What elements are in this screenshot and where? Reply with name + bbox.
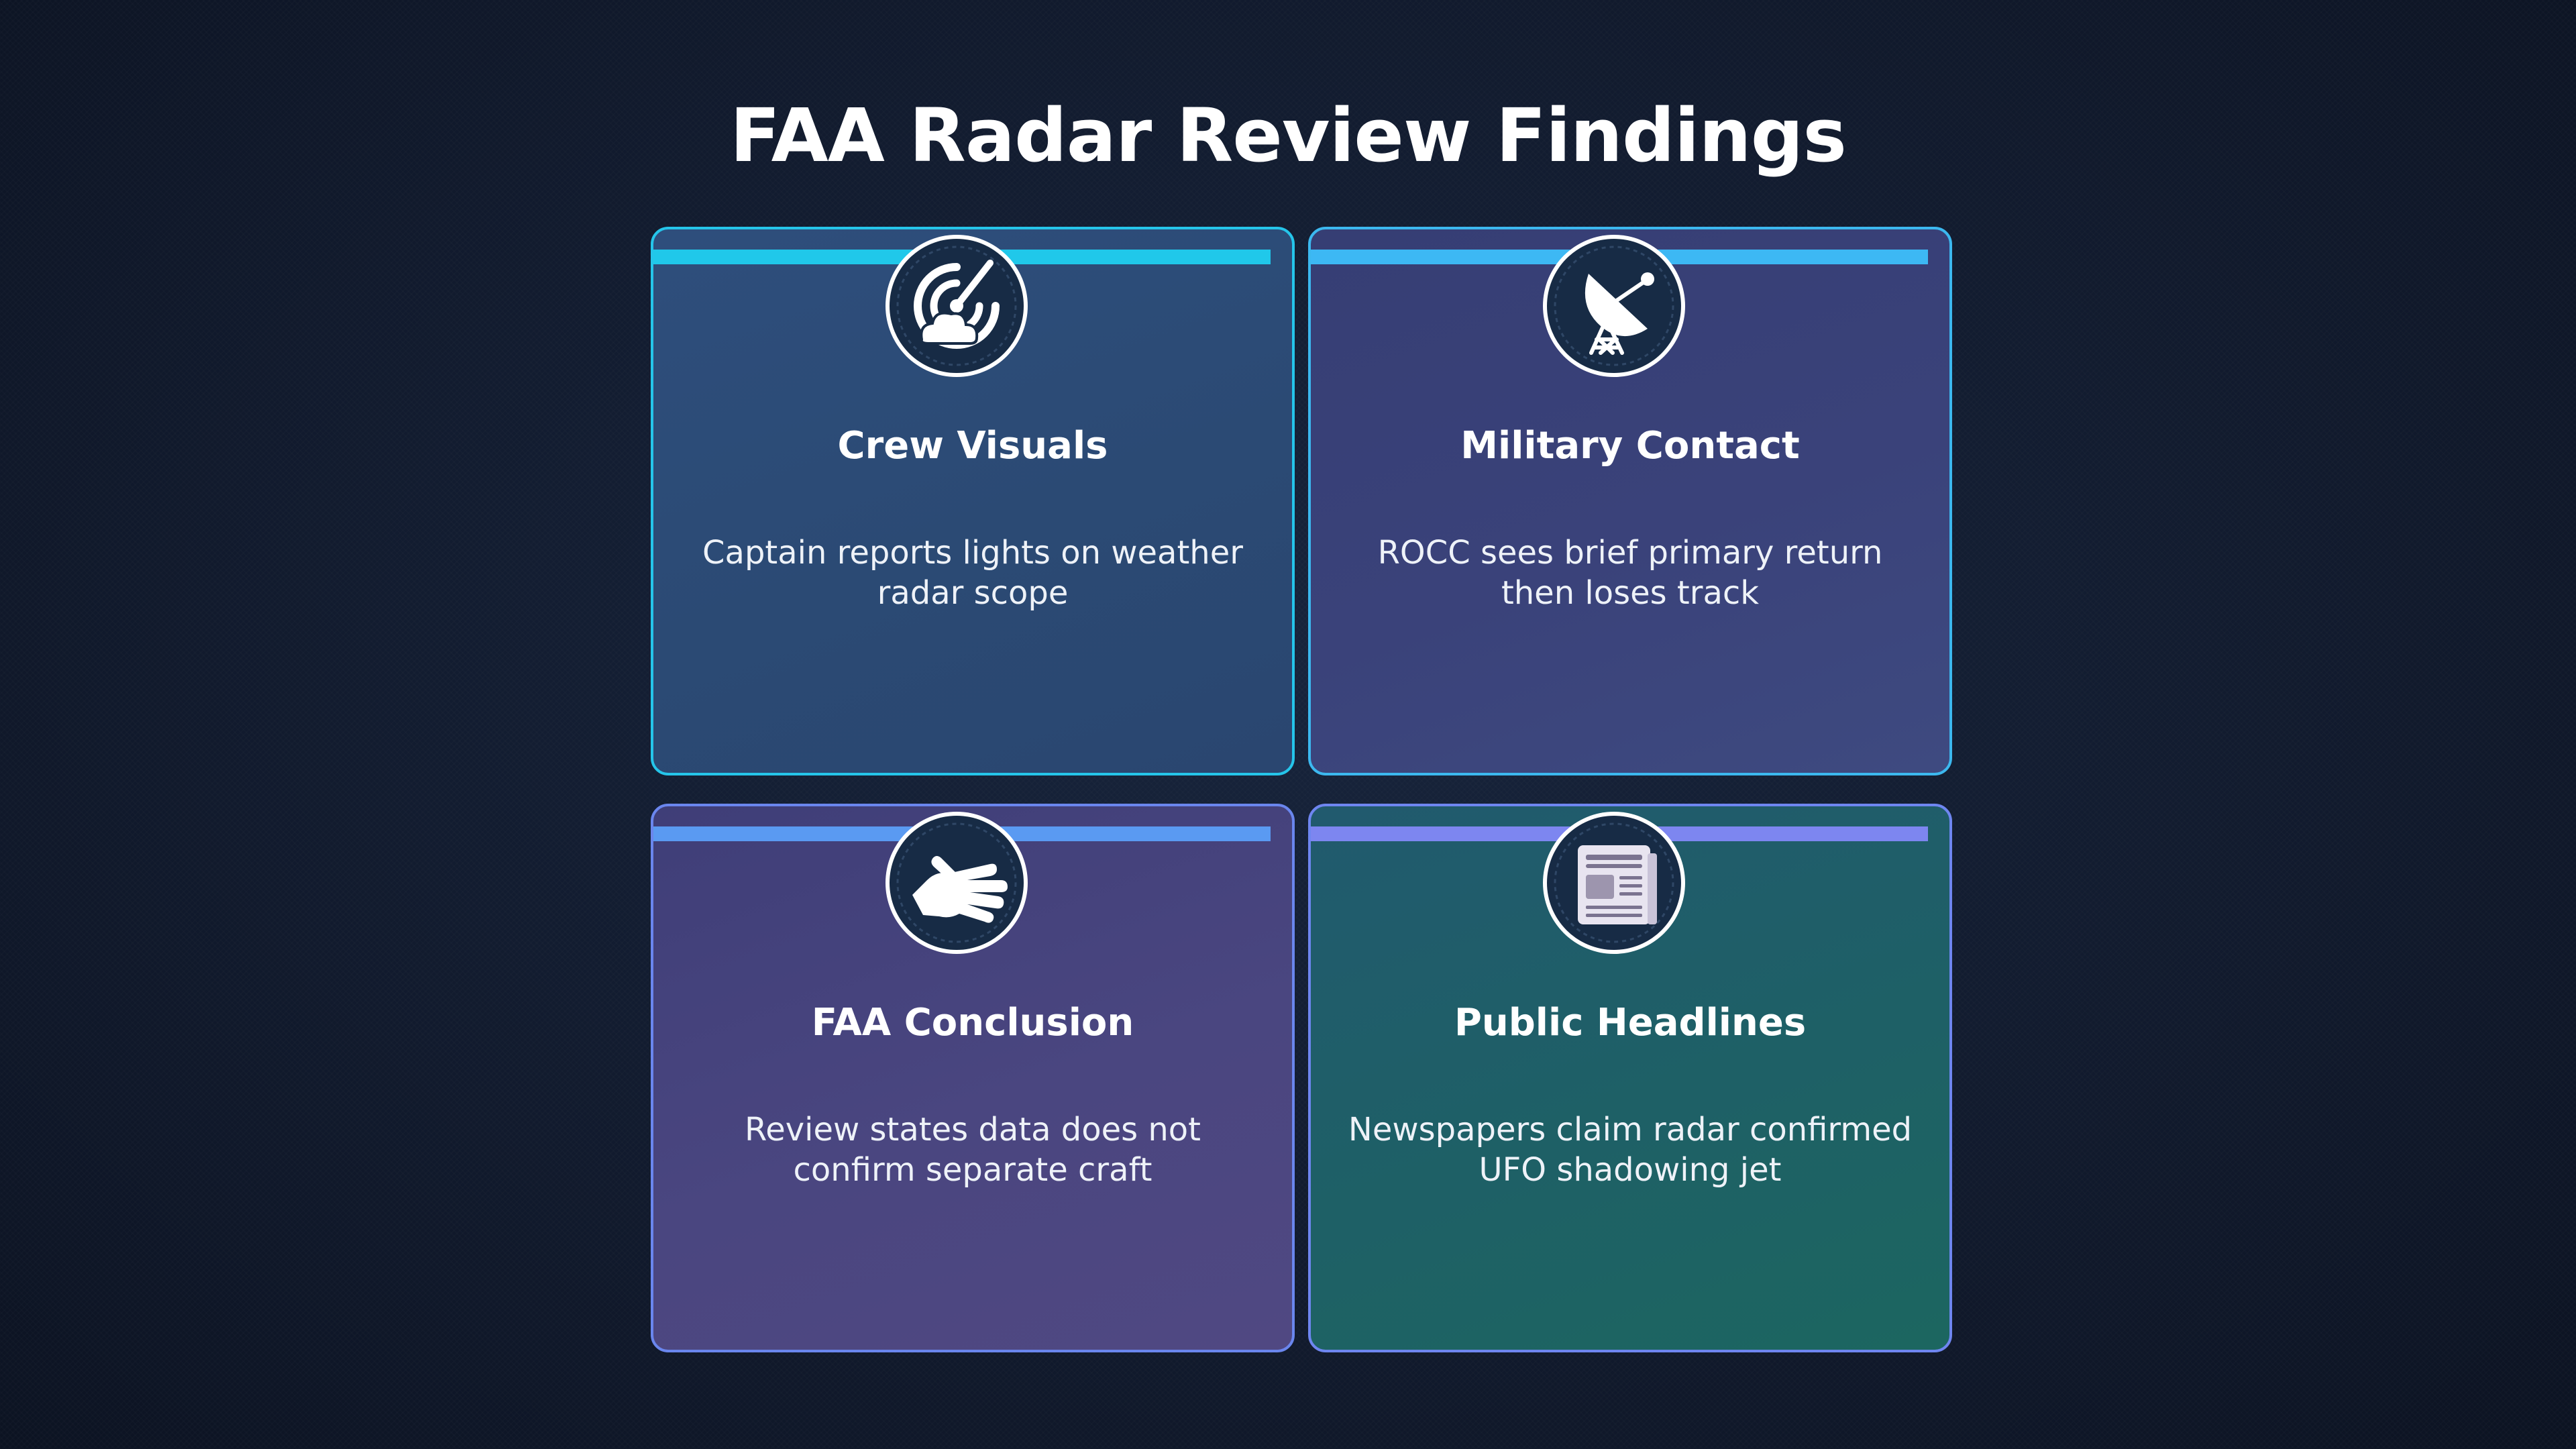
card-military-contact: Military Contact ROCC sees brief primary… [1308,227,1952,775]
card-description: Captain reports lights on weather radar … [702,534,1243,612]
card-description: Review states data does not confirm sepa… [745,1111,1201,1189]
card-faa-conclusion: FAA Conclusion Review states data does n… [651,804,1295,1352]
icon-badge [1543,235,1685,377]
card-crew-visuals: Crew Visuals Captain reports lights on w… [651,227,1295,775]
radar-weather-icon [896,246,1017,366]
icon-badge [885,812,1028,954]
newspaper-icon [1554,822,1674,943]
satellite-dish-icon [1554,246,1674,366]
card-description: Newspapers claim radar confirmed UFO sha… [1348,1111,1913,1189]
card-title: Crew Visuals [837,424,1108,468]
icon-badge [885,235,1028,377]
page-title: FAA Radar Review Findings [730,93,1847,178]
card-title: FAA Conclusion [811,1001,1134,1044]
card-title: Military Contact [1460,424,1800,468]
card-public-headlines: Public Headlines Newspapers claim radar … [1308,804,1952,1352]
card-description: ROCC sees brief primary return then lose… [1377,534,1883,612]
hand-stop-icon [896,822,1017,943]
card-title: Public Headlines [1454,1001,1807,1044]
icon-badge [1543,812,1685,954]
